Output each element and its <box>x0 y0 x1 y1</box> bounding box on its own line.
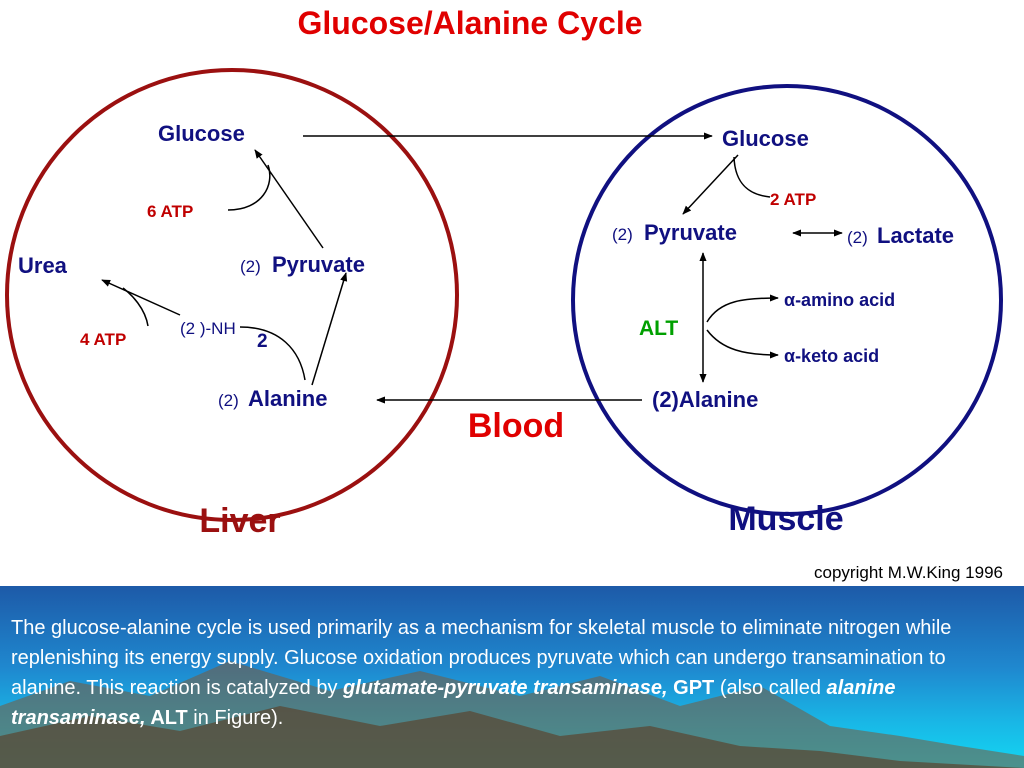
liver-6atp-label: 6 ATP <box>147 202 193 221</box>
arrow-liver-pyruvate-to-glucose <box>254 149 324 249</box>
muscle-alanine-label: (2)Alanine <box>652 387 758 412</box>
muscle-circle <box>571 84 1003 516</box>
liver-glucose-label: Glucose <box>158 121 245 146</box>
muscle-pyruvate-label: Pyruvate <box>644 220 737 245</box>
caption-enzyme-gpt: glutamate-pyruvate transaminase, <box>343 677 668 699</box>
liver-pyruvate-label: Pyruvate <box>272 252 365 277</box>
curve-alt-keto <box>706 329 779 359</box>
copyright-label: copyright M.W.King 1996 <box>814 563 1003 582</box>
curve-nh2 <box>239 326 306 381</box>
liver-4atp-label: 4 ATP <box>80 330 126 349</box>
muscle-lactate-label: Lactate <box>877 223 954 248</box>
arrow-muscle-glucose-to-pyruvate <box>682 154 739 215</box>
liver-label: Liver <box>199 502 280 540</box>
muscle-label: Muscle <box>728 500 843 538</box>
curve-alt-amino <box>706 294 779 323</box>
curve-6atp <box>227 164 271 211</box>
caption-text-part3: in Figure). <box>187 707 284 729</box>
muscle-2atp-label: 2 ATP <box>770 190 816 209</box>
caption-abbr-alt: ALT <box>145 707 188 729</box>
glucose-alanine-cycle-diagram: Glucose/Alanine Cycle Glucose 6 ATP Urea… <box>5 5 1003 582</box>
liver-circle <box>5 68 459 522</box>
curve-4atp <box>122 287 149 327</box>
muscle-lactate-coef: (2) <box>847 228 868 247</box>
liver-nh2-label: (2 )-NH <box>180 319 236 338</box>
blood-label: Blood <box>468 407 564 445</box>
liver-pyruvate-coef: (2) <box>240 257 261 276</box>
liver-nh2-subscript: 2 <box>257 331 268 352</box>
caption-text: The glucose-alanine cycle is used primar… <box>11 613 1011 733</box>
diagram-title: Glucose/Alanine Cycle <box>297 5 642 41</box>
liver-alanine-label: Alanine <box>248 386 327 411</box>
muscle-pyruvate-coef: (2) <box>612 225 633 244</box>
caption-enzyme-alt: alanine transaminase, <box>11 677 896 729</box>
mountain-background <box>0 661 1024 768</box>
amino-acid-label: α-amino acid <box>784 290 895 310</box>
caption-text-part2: (also called <box>714 677 827 699</box>
alt-label: ALT <box>639 317 678 340</box>
muscle-glucose-label: Glucose <box>722 126 809 151</box>
liver-urea-label: Urea <box>18 253 68 278</box>
curve-2atp <box>733 156 771 198</box>
keto-acid-label: α-keto acid <box>784 346 879 366</box>
arrow-liver-alanine-to-pyruvate <box>311 272 348 386</box>
caption-abbr-gpt: GPT <box>667 677 715 699</box>
arrow-nh2-to-urea <box>101 279 181 316</box>
caption-text-part1: The glucose-alanine cycle is used primar… <box>11 617 952 699</box>
liver-alanine-coef: (2) <box>218 391 239 410</box>
caption-panel: The glucose-alanine cycle is used primar… <box>0 586 1024 768</box>
